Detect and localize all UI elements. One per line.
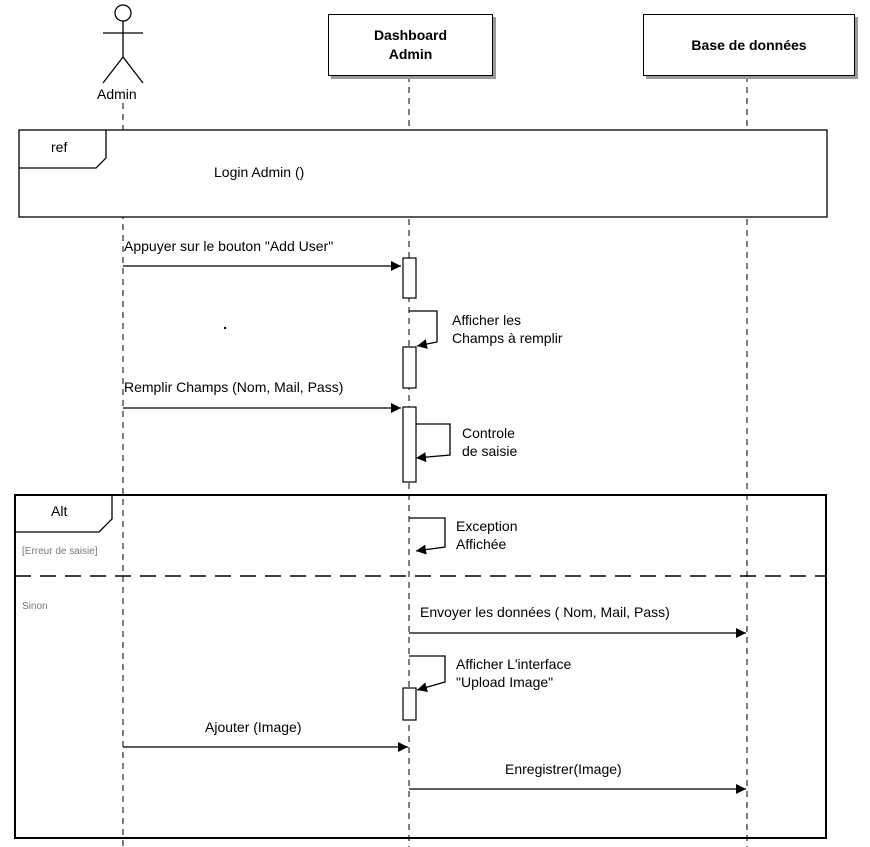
lifeline-label-database: Base de données <box>691 37 807 53</box>
alt-frame-tag: Alt <box>51 503 68 519</box>
lifeline-head-database: Base de données <box>643 14 855 76</box>
admin-actor-figure <box>102 4 144 84</box>
activation-bar <box>402 346 417 389</box>
msg-label-envoyer-donnees: Envoyer les données ( Nom, Mail, Pass) <box>420 604 670 620</box>
msg-arrow-self-exception <box>409 517 446 555</box>
activation-bars <box>402 257 417 721</box>
msg-arrow-self-upload <box>409 655 446 693</box>
alt-frame <box>14 494 827 839</box>
msg-label-controle: Controle de saisie <box>462 425 518 459</box>
msg-arrow-self-controle <box>415 423 451 463</box>
msg-label-upload-image: Afficher L'interface "Upload Image" <box>456 656 572 690</box>
activation-bar <box>402 406 417 483</box>
msg-label-add-user: Appuyer sur le bouton "Add User" <box>124 238 334 254</box>
msg-label-ajouter-image: Ajouter (Image) <box>205 719 302 735</box>
msg-arrow-self-afficher-champs <box>409 310 438 349</box>
stray-dot <box>223 326 227 330</box>
alt-guard-error: [Erreur de saisie] <box>22 546 98 557</box>
msg-label-exception: Exception Affichée <box>456 518 518 552</box>
msg-label-afficher-champs: Afficher les Champs à remplir <box>452 312 563 346</box>
msg-label-enregistrer-image: Enregistrer(Image) <box>505 761 622 777</box>
lifeline-label-dashboard: Dashboard Admin <box>373 27 448 62</box>
ref-frame-text: Login Admin () <box>214 164 305 180</box>
activation-bar <box>402 687 417 721</box>
activation-bar <box>402 257 417 299</box>
ref-frame-tag: ref <box>51 139 68 155</box>
alt-guard-sinon: Sinon <box>22 601 48 612</box>
ref-frame <box>18 129 828 218</box>
lifeline-head-dashboard: Dashboard Admin <box>328 14 493 76</box>
msg-label-remplir-champs: Remplir Champs (Nom, Mail, Pass) <box>124 379 344 395</box>
actor-label: Admin <box>97 86 137 102</box>
